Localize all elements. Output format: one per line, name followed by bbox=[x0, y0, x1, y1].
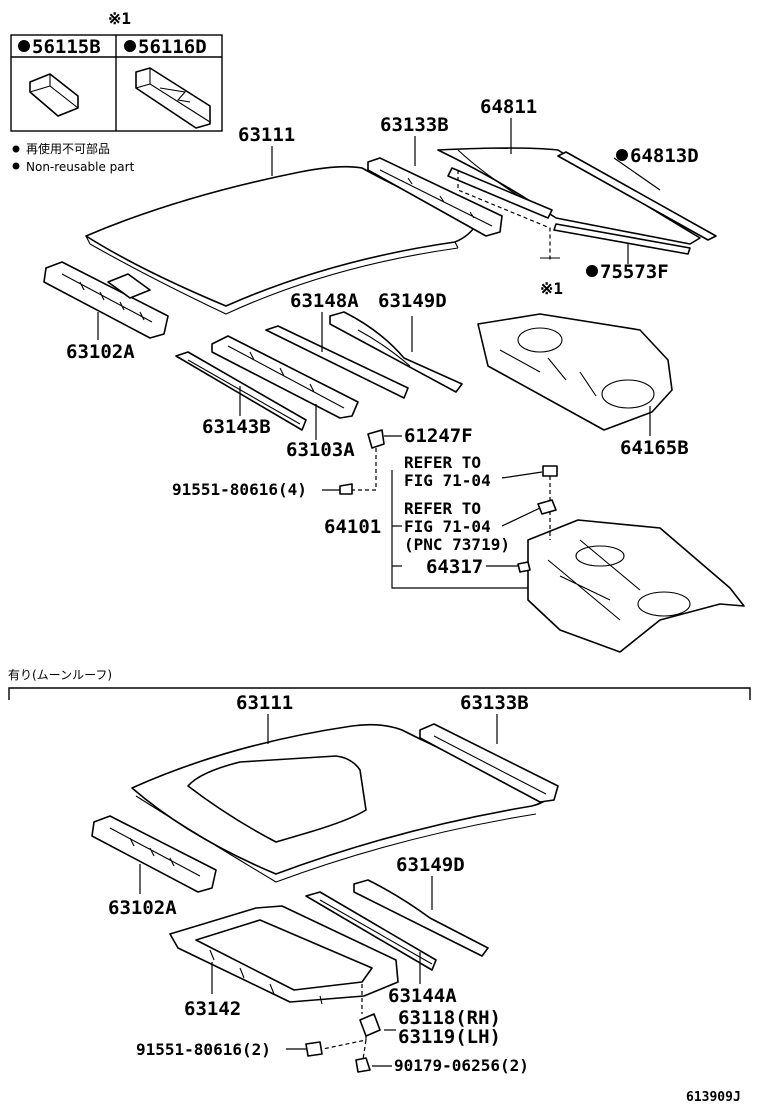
moonroof-leader-lines bbox=[139, 714, 498, 1067]
legend-part-b[interactable]: 56116D bbox=[138, 36, 207, 58]
label-front-header[interactable]: 63102A bbox=[66, 341, 135, 363]
moonroof-roof-bow-d-drawing bbox=[353, 879, 489, 957]
refer2-line1[interactable]: REFER TO bbox=[404, 499, 481, 518]
glass-molding-drawing bbox=[557, 151, 717, 241]
glass-spacer-drawing bbox=[553, 223, 691, 255]
figure-id: 613909J bbox=[686, 1090, 741, 1105]
label-moonroof-bracket-rh[interactable]: 63118(RH) bbox=[398, 1007, 501, 1029]
label-package-tray[interactable]: 64101 bbox=[324, 516, 381, 538]
top-section-drawing bbox=[43, 147, 745, 653]
label-moonroof-roof-bow-d[interactable]: 63149D bbox=[396, 854, 465, 876]
label-roof-panel[interactable]: 63111 bbox=[238, 124, 295, 146]
moonroof-bracket-drawing bbox=[359, 1013, 381, 1037]
moonroof-nut-drawing bbox=[355, 1057, 371, 1073]
front-header-drawing bbox=[43, 261, 169, 339]
label-roof-bow-b[interactable]: 63143B bbox=[202, 416, 271, 438]
moonroof-section: 有り(ムーンルーフ) bbox=[8, 668, 751, 1073]
label-moonroof-clip[interactable]: 91551-80616(2) bbox=[136, 1040, 271, 1059]
refer2-line3[interactable]: (PNC 73719) bbox=[404, 535, 510, 554]
roof-bow-a-drawing bbox=[265, 325, 409, 399]
label-glass-molding[interactable]: 64813D bbox=[630, 145, 699, 167]
non-reusable-dot-icon bbox=[586, 265, 598, 277]
non-reusable-note-jp: 再使用不可部品 bbox=[26, 141, 110, 156]
label-clip[interactable]: 91551-80616(4) bbox=[172, 480, 307, 499]
label-tray-part[interactable]: 64317 bbox=[426, 556, 483, 578]
non-reusable-dot-icon bbox=[18, 40, 30, 52]
non-reusable-note-en: Non-reusable part bbox=[26, 160, 135, 174]
label-moonroof-front-header[interactable]: 63102A bbox=[108, 897, 177, 919]
refer2-line2[interactable]: FIG 71-04 bbox=[404, 517, 491, 536]
rear-shelf-drawing bbox=[477, 313, 673, 431]
label-moonroof-bracket-lh[interactable]: 63119(LH) bbox=[398, 1026, 501, 1048]
bolt-drawing bbox=[542, 465, 558, 477]
moonroof-section-title: 有り(ムーンルーフ) bbox=[8, 668, 112, 682]
legend-note-mark: ※1 bbox=[108, 9, 131, 28]
refer1-line2[interactable]: FIG 71-04 bbox=[404, 471, 491, 490]
glass-lower-strip-drawing bbox=[447, 167, 553, 219]
label-moonroof-side-rail[interactable]: 63133B bbox=[460, 692, 529, 714]
label-roof-bow-a[interactable]: 63148A bbox=[290, 290, 359, 312]
bracket-drawing bbox=[367, 429, 385, 449]
moonroof-opening-drawing bbox=[187, 755, 367, 843]
label-roof-bow-d[interactable]: 63149D bbox=[378, 290, 447, 312]
legend-part-a[interactable]: 56115B bbox=[32, 36, 101, 58]
moonroof-clip-drawing bbox=[305, 1041, 323, 1057]
top-leader-lines bbox=[97, 118, 661, 589]
clip-part-a-drawing bbox=[29, 73, 79, 117]
moonroof-bow-drawing bbox=[305, 891, 437, 971]
label-bracket[interactable]: 61247F bbox=[404, 425, 473, 447]
moonroof-bracket-line bbox=[8, 687, 751, 700]
label-center-bow[interactable]: 63103A bbox=[286, 439, 355, 461]
label-rear-shelf[interactable]: 64165B bbox=[620, 437, 689, 459]
non-reusable-dot-icon bbox=[616, 149, 628, 161]
label-moonroof-nut[interactable]: 90179-06256(2) bbox=[394, 1056, 529, 1075]
label-moonroof-housing[interactable]: 63142 bbox=[184, 998, 241, 1020]
moonroof-labels: 63111 63133B 63102A 63149D 63142 63144A … bbox=[108, 692, 529, 1075]
legend-box: ※1 56115B 56116D 再使用不可部品 Non-reusable pa… bbox=[10, 9, 223, 174]
label-moonroof-bow[interactable]: 63144A bbox=[388, 985, 457, 1007]
top-labels: 63111 63133B 64811 64813D 75573F ※1 6310… bbox=[66, 96, 699, 578]
label-note-mark: ※1 bbox=[540, 279, 563, 298]
label-glass-spacer[interactable]: 75573F bbox=[600, 261, 669, 283]
label-moonroof-roof-panel[interactable]: 63111 bbox=[236, 692, 293, 714]
refer1-line1[interactable]: REFER TO bbox=[404, 453, 481, 472]
label-back-glass[interactable]: 64811 bbox=[480, 96, 537, 118]
label-side-rail[interactable]: 63133B bbox=[380, 114, 449, 136]
non-reusable-dot-icon bbox=[124, 40, 136, 52]
roof-bow-d-drawing bbox=[329, 311, 463, 393]
clip-drawing bbox=[339, 483, 353, 495]
